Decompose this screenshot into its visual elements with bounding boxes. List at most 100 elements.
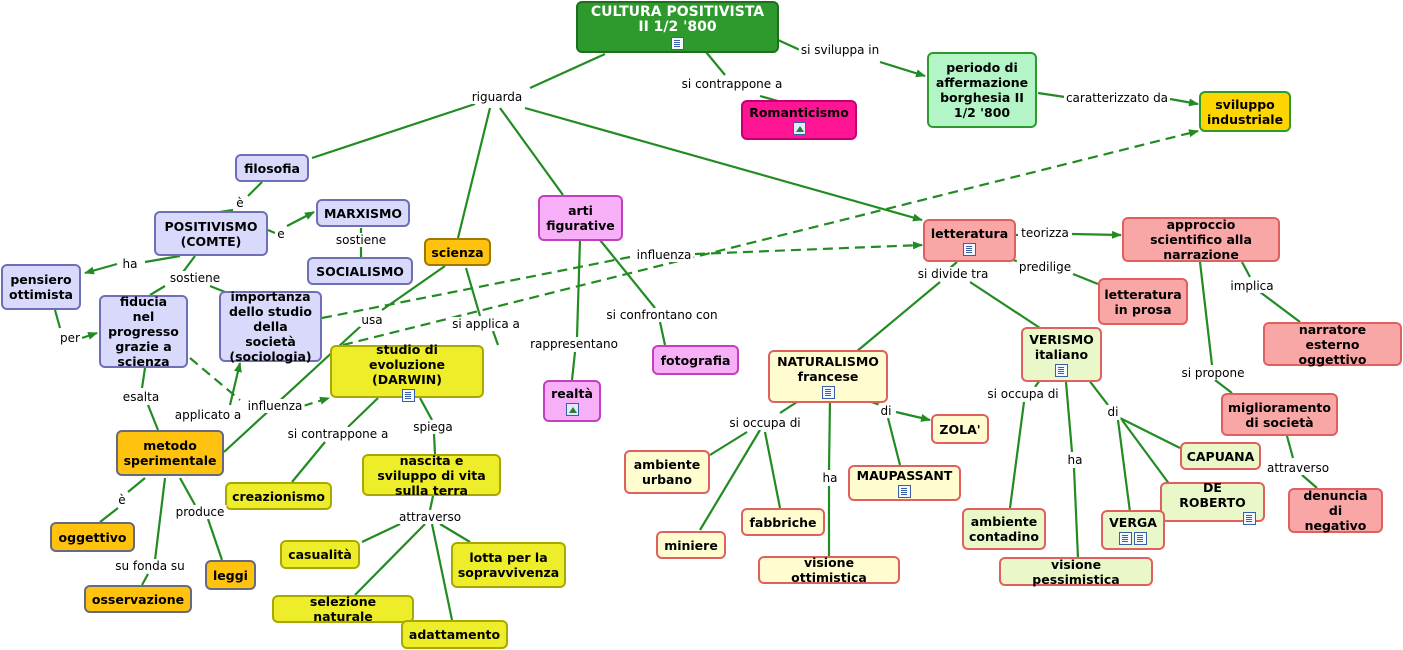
link-label-implica: implica [1228,279,1276,293]
link-label-su-fonda-su: su fonda su [113,559,187,573]
node-leggi[interactable]: leggi [205,560,256,590]
node-lotta-sopravvivenza-label: lotta per la sopravvivenza [457,550,560,580]
link-label-esalta: esalta [120,390,162,404]
node-miniere-label: miniere [664,537,718,553]
link-label-e-oggettivo: è [116,493,128,507]
node-pensiero-ottimista-label: pensiero ottimista [9,272,73,302]
node-positivismo-subtitle: (COMTE) [180,233,242,249]
link-label-influenza-darwin: influenza [245,399,305,413]
document-icon[interactable] [1119,532,1132,545]
node-creazionismo[interactable]: creazionismo [225,482,332,510]
node-fabbriche[interactable]: fabbriche [741,508,825,536]
node-importanza-sociologia-label: importanza dello studio della società (s… [228,289,313,364]
node-letteratura[interactable]: letteratura [923,219,1016,262]
node-positivismo[interactable]: POSITIVISMO (COMTE) [154,211,268,256]
node-periodo-borghesia[interactable]: periodo di affermazione borghesia II 1/2… [927,52,1037,128]
node-visione-ottimistica-label: visione ottimistica [791,555,867,585]
link-label-di-naturalismo: di [878,404,894,418]
image-icon[interactable] [792,122,806,135]
node-nascita-vita-label: nascita e sviluppo di vita sulla terra [377,452,486,498]
node-arti-figurative-label: arti figurative [546,203,615,233]
document-icon[interactable] [1134,532,1147,545]
node-oggettivo[interactable]: oggettivo [50,522,135,552]
node-filosofia[interactable]: filosofia [235,154,309,182]
node-studio-evoluzione-title: studio di evoluzione [369,341,445,372]
node-ambiente-urbano[interactable]: ambiente urbano [624,450,710,494]
node-scienza[interactable]: scienza [424,238,491,266]
link-label-produce: produce [173,505,227,519]
node-miglioramento-societa[interactable]: miglioramento di società [1221,393,1338,436]
node-verismo[interactable]: VERISMO italiano [1021,327,1102,382]
node-verga[interactable]: VERGA [1101,510,1165,550]
document-icon[interactable] [1243,511,1256,525]
node-naturalismo-title: NATURALISMO [777,354,879,369]
node-importanza-sociologia[interactable]: importanza dello studio della società (s… [219,289,322,364]
node-ambiente-contadino[interactable]: ambiente contadino [962,508,1046,550]
node-creazionismo-label: creazionismo [232,488,325,504]
node-approccio-scientifico-label: approccio scientifico alla narrazione [1150,217,1252,262]
node-visione-pessimistica[interactable]: visione pessimistica [999,557,1153,587]
link-label-riguarda: riguarda [469,90,525,104]
node-verga-label: VERGA [1109,515,1157,530]
link-label-sostiene: sostiene [167,271,223,285]
node-ambiente-urbano-label: ambiente urbano [633,457,701,487]
node-naturalismo-subtitle: francese [797,369,859,384]
node-fotografia[interactable]: fotografia [652,345,739,375]
node-de-roberto[interactable]: DE ROBERTO [1160,480,1265,525]
node-marxismo[interactable]: MARXISMO [316,199,410,227]
node-metodo-sperimentale-label: metodo sperimentale [123,438,217,468]
node-casualita[interactable]: casualità [280,540,360,569]
link-label-applicato-a: applicato a [172,408,244,422]
document-icon[interactable] [963,242,976,256]
node-osservazione[interactable]: osservazione [84,585,192,613]
node-metodo-sperimentale[interactable]: metodo sperimentale [116,430,224,476]
node-adattamento-label: adattamento [408,627,501,642]
node-cultura-positivista[interactable]: CULTURA POSITIVISTA II 1/2 '800 [576,1,779,53]
node-letteratura-prosa[interactable]: letteratura in prosa [1098,278,1188,325]
node-zola[interactable]: ZOLA' [931,414,989,444]
link-label-ha-naturalismo: ha [820,471,840,485]
document-icon[interactable] [402,388,415,402]
node-sviluppo-industriale-label: sviluppo industriale [1206,96,1284,127]
node-nascita-vita[interactable]: nascita e sviluppo di vita sulla terra [362,452,501,498]
node-sviluppo-industriale[interactable]: sviluppo industriale [1199,91,1291,132]
image-icon[interactable] [565,403,579,416]
link-label-si-divide-tra: si divide tra [915,267,991,281]
node-capuana[interactable]: CAPUANA [1180,442,1261,470]
node-maupassant[interactable]: MAUPASSANT [848,465,961,501]
link-label-attraverso-darwin: attraverso [396,510,464,524]
node-miniere[interactable]: miniere [656,531,726,559]
node-osservazione-label: osservazione [91,591,185,607]
document-icon[interactable] [1055,364,1068,377]
link-label-sostiene-socialismo: sostiene [333,233,389,247]
node-pensiero-ottimista[interactable]: pensiero ottimista [1,264,81,310]
node-fiducia-progresso[interactable]: fiducia nel progresso grazie a scienza [99,294,188,369]
link-label-si-applica-a: si applica a [450,317,522,331]
node-miglioramento-societa-label: miglioramento di società [1228,399,1331,430]
node-selezione-naturale[interactable]: selezione naturale [272,594,414,624]
node-approccio-scientifico[interactable]: approccio scientifico alla narrazione [1122,217,1280,262]
node-romanticismo[interactable]: Romanticismo [741,100,857,140]
link-label-si-contrappone-a-romanticismo: si contrappone a [679,77,785,91]
node-naturalismo[interactable]: NATURALISMO francese [768,350,888,403]
node-verismo-subtitle: italiano [1034,347,1089,362]
link-label-per: per [58,331,82,345]
document-icon[interactable] [898,485,911,498]
node-visione-ottimistica[interactable]: visione ottimistica [758,555,900,585]
node-studio-evoluzione[interactable]: studio di evoluzione (DARWIN) [330,341,484,402]
node-zola-label: ZOLA' [939,421,981,437]
node-arti-figurative[interactable]: arti figurative [538,195,623,241]
node-adattamento[interactable]: adattamento [401,620,508,649]
node-realta[interactable]: realtà [543,380,601,422]
node-denuncia-negativo[interactable]: denuncia di negativo [1288,488,1383,533]
node-fiducia-progresso-label: fiducia nel progresso grazie a scienza [108,294,179,369]
node-lotta-sopravvivenza[interactable]: lotta per la sopravvivenza [451,542,566,588]
document-icon[interactable] [821,386,835,399]
document-icon[interactable] [671,36,684,50]
node-denuncia-negativo-label: denuncia di negativo [1303,488,1368,533]
link-label-ha: ha [120,257,140,271]
node-oggettivo-label: oggettivo [58,529,127,545]
node-socialismo[interactable]: SOCIALISMO [307,257,413,285]
node-narratore-esterno-label: narratore esterno oggettivo [1298,321,1367,367]
node-narratore-esterno[interactable]: narratore esterno oggettivo [1263,321,1402,367]
